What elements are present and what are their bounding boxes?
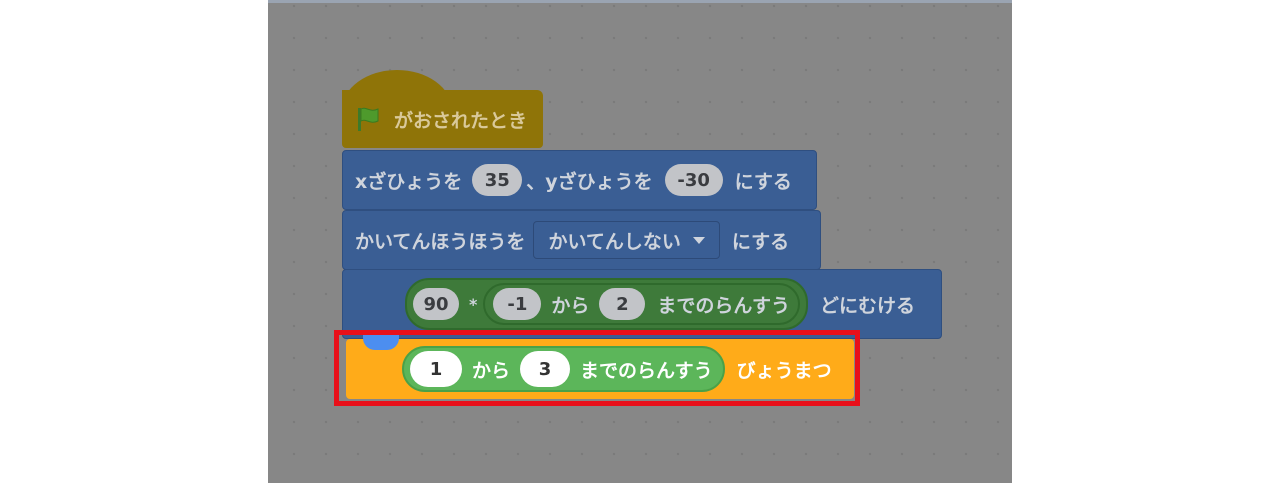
random-label: までのらんすう — [657, 294, 791, 317]
multiply-reporter[interactable]: 90 * -1 から 2 までのらんすう — [405, 278, 809, 330]
wait-to-input[interactable]: 3 — [520, 351, 571, 387]
rotation-style-dropdown[interactable]: かいてんしない — [533, 221, 720, 259]
goto-x-label: xざひょうを — [355, 170, 463, 193]
multiply-operator: * — [469, 294, 478, 314]
wait-from-label: から — [472, 359, 511, 382]
scripts-workspace[interactable]: がおされたとき xざひょうを 35 、yざひょうを -30 にする かいてんほう… — [268, 0, 1012, 483]
highlight-frame — [334, 330, 860, 406]
x-input[interactable]: 35 — [472, 164, 523, 196]
random-from-label: から — [551, 294, 590, 317]
when-flag-clicked-block[interactable]: がおされたとき — [342, 90, 543, 148]
wait-from-input[interactable]: 1 — [410, 351, 462, 387]
multiplier-input[interactable]: 90 — [413, 288, 459, 320]
dropdown-arrow-icon — [692, 236, 705, 244]
pick-random-reporter-wait[interactable]: 1 から 3 までのらんすう — [402, 346, 725, 392]
goto-y-label: 、yざひょうを — [526, 170, 653, 193]
workspace-top-border — [268, 0, 1012, 3]
rotation-end-label: にする — [731, 230, 790, 253]
rotation-style-value: かいてんしない — [548, 230, 681, 253]
green-flag-icon — [354, 105, 382, 133]
rotation-label: かいてんほうほうを — [355, 230, 526, 253]
wait-end-label: びょうまつ — [736, 359, 832, 382]
block-notch-indicator — [363, 331, 399, 350]
pick-random-reporter[interactable]: -1 から 2 までのらんすう — [483, 283, 801, 325]
set-rotation-style-block[interactable]: かいてんほうほうを かいてんしない にする — [342, 210, 821, 270]
wait-seconds-block[interactable]: 1 から 3 までのらんすう びょうまつ — [346, 339, 854, 399]
wait-random-label: までのらんすう — [580, 359, 713, 382]
goto-xy-block[interactable]: xざひょうを 35 、yざひょうを -30 にする — [342, 150, 817, 210]
y-input[interactable]: -30 — [664, 164, 723, 196]
point-end-label: どにむける — [820, 294, 916, 317]
point-in-direction-block[interactable]: 90 * -1 から 2 までのらんすう どにむける — [342, 269, 942, 339]
random-to-input[interactable]: 2 — [599, 288, 646, 320]
random-from-input[interactable]: -1 — [493, 288, 542, 320]
hat-label: がおされたとき — [394, 109, 528, 132]
goto-end-label: にする — [734, 170, 792, 193]
